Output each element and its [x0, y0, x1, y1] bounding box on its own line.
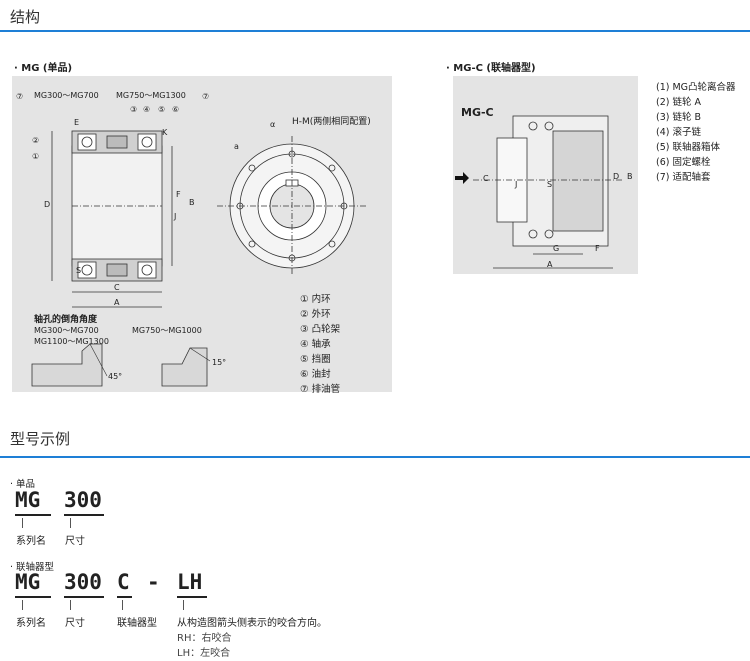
underline: [117, 596, 132, 598]
pointer-tick: [70, 600, 71, 610]
callout-7-right: ⑦: [202, 92, 210, 101]
code-c: C: [117, 570, 130, 594]
code-dash: -: [147, 570, 160, 594]
underline: [15, 596, 51, 598]
code-mg: MG: [15, 488, 41, 512]
code-lh: LH: [177, 570, 203, 594]
section-divider: [0, 456, 750, 458]
mg-drawing: [31, 130, 367, 387]
legend-item: (2) 链轮 A: [656, 97, 701, 108]
legend-item: (7) 适配轴套: [656, 172, 711, 183]
section-title-structure: 结构: [10, 8, 41, 26]
note-lh: LH：左咬合: [177, 648, 231, 659]
underline: [64, 596, 104, 598]
dim-k: K: [162, 128, 168, 137]
callout-7-left: ⑦: [16, 92, 24, 101]
legend-item: (3) 链轮 B: [656, 112, 702, 123]
mg-c-tag: MG-C: [461, 106, 494, 119]
legend-item: ③ 凸轮架: [300, 324, 341, 335]
dim-f: F: [176, 190, 181, 199]
mg-single-label: · MG (单品): [14, 63, 73, 74]
section-divider: [0, 30, 750, 32]
mg-c-label: · MG-C (联轴器型): [446, 63, 536, 74]
mg-legend: ① 内环 ② 外环 ③ 凸轮架 ④ 轴承 ⑤ 挡圈 ⑥ 油封 ⑦ 排油管: [300, 292, 340, 397]
code-mg: MG: [15, 570, 41, 594]
legend-item: ⑤ 挡圈: [300, 354, 331, 365]
dim-e: E: [74, 118, 80, 127]
mg-c-drawing: [455, 115, 623, 269]
legend-item: ④ 轴承: [300, 339, 331, 350]
underline: [64, 514, 104, 516]
dim-c-right: C: [483, 174, 489, 183]
section-title-model: 型号示例: [10, 430, 71, 448]
legend-item: (4) 滚子链: [656, 127, 701, 138]
dim-j-right: J: [515, 180, 518, 189]
range-label-mg300-700: MG300～MG700: [34, 91, 99, 100]
desc-series: 系列名: [16, 536, 46, 547]
desc-direction: 从构造图箭头侧表示的咬合方向。: [177, 618, 327, 629]
pointer-tick: [22, 518, 23, 528]
hm-label: H-M(两侧相同配置): [292, 117, 371, 127]
pointer-tick: [22, 600, 23, 610]
dim-d-right: D: [613, 172, 620, 181]
single-label: · 单品: [10, 479, 36, 490]
note-rh: RH：右咬合: [177, 633, 232, 644]
desc-series: 系列名: [16, 618, 46, 629]
chamfer-title: 轴孔的倒角角度: [34, 315, 98, 325]
code-300: 300: [64, 488, 102, 512]
pointer-tick: [183, 600, 184, 610]
callout-3: ③: [130, 105, 138, 114]
desc-coupling-type: 联轴器型: [117, 618, 157, 629]
chamfer-range-b: MG750～MG1000: [132, 326, 202, 335]
legend-item: ① 内环: [300, 294, 331, 305]
pointer-tick: [122, 600, 123, 610]
desc-size: 尺寸: [65, 618, 85, 629]
dim-a: A: [114, 298, 120, 307]
legend-item: (1) MG凸轮离合器: [656, 82, 736, 93]
angle-45: 45°: [108, 372, 123, 381]
range-label-mg750-1300: MG750～MG1300: [116, 91, 186, 100]
legend-item: (5) 联轴器箱体: [656, 142, 720, 153]
mg-structure-figure: MG300～MG700 MG750～MG1300 H-M(两侧相同配置) ⑦ ⑦…: [12, 76, 392, 395]
dim-j: J: [174, 212, 177, 221]
desc-size: 尺寸: [65, 536, 85, 547]
dim-f-right: F: [595, 244, 600, 253]
dim-b-right: B: [627, 172, 633, 181]
chamfer-range-a1: MG300～MG700: [34, 326, 99, 335]
pointer-tick: [70, 518, 71, 528]
coupling-label: · 联轴器型: [10, 562, 55, 573]
chamfer-range-a2: MG1100～MG1300: [34, 337, 109, 346]
underline: [15, 514, 51, 516]
legend-item: ② 外环: [300, 309, 331, 320]
legend-item: ⑦ 排油管: [300, 384, 341, 395]
underline: [177, 596, 207, 598]
dim-a-small: a: [234, 142, 239, 151]
mg-c-legend: (1) MG凸轮离合器 (2) 链轮 A (3) 链轮 B (4) 滚子链 (5…: [656, 80, 736, 185]
legend-item: (6) 固定螺栓: [656, 157, 711, 168]
dim-c: C: [114, 283, 120, 292]
callout-5: ⑤: [158, 105, 166, 114]
dim-a-right: A: [547, 260, 553, 269]
mg-c-structure-figure: MG-C C J S D B G F A: [453, 76, 638, 274]
code-300: 300: [64, 570, 102, 594]
dim-s: S: [76, 266, 82, 275]
callout-4: ④: [143, 105, 151, 114]
callout-2: ②: [32, 136, 40, 145]
dim-g-right: G: [553, 244, 560, 253]
dim-s-right: S: [547, 180, 553, 189]
dim-d: D: [44, 200, 51, 209]
callout-6: ⑥: [172, 105, 180, 114]
callout-1: ①: [32, 152, 40, 161]
legend-item: ⑥ 油封: [300, 369, 331, 380]
dim-alpha: α: [270, 120, 276, 129]
dim-b: B: [189, 198, 195, 207]
angle-15: 15°: [212, 358, 227, 367]
